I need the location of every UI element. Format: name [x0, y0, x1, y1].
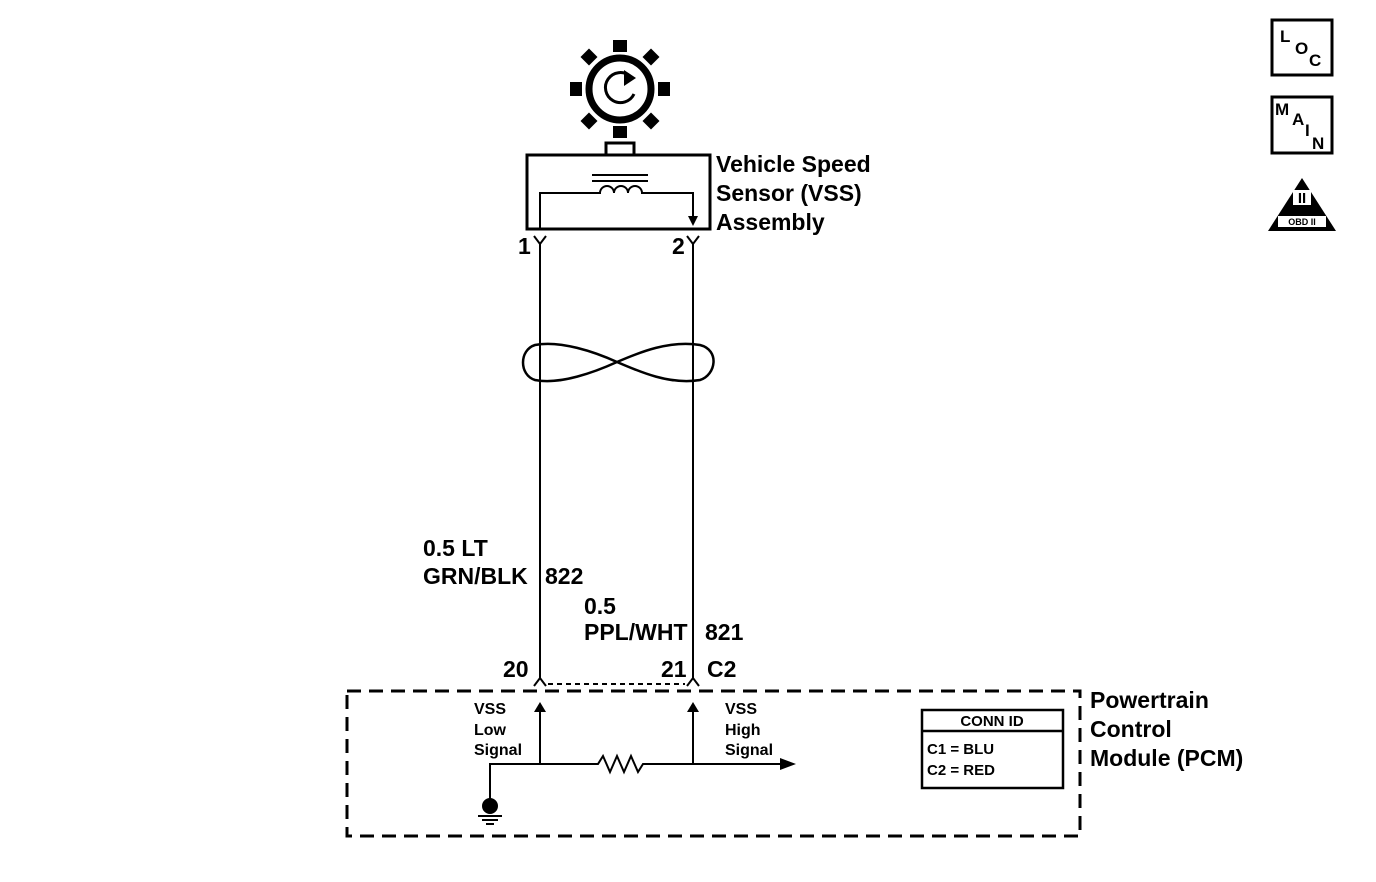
vss-sensor-name: Vehicle Speed Sensor (VSS) Assembly [716, 151, 871, 235]
svg-text:Control: Control [1090, 716, 1172, 742]
svg-text:Assembly: Assembly [716, 209, 825, 235]
svg-text:Powertrain: Powertrain [1090, 687, 1209, 713]
sensor-pin-2-label: 2 [672, 233, 685, 259]
svg-text:High: High [725, 722, 761, 739]
svg-text:C: C [1309, 51, 1321, 70]
svg-text:Low: Low [474, 722, 507, 739]
twisted-pair-icon [521, 342, 715, 383]
conn-id-table: CONN ID C1 = BLU C2 = RED [920, 708, 1065, 790]
pcm-module-name: Powertrain Control Module (PCM) [1090, 687, 1243, 771]
svg-text:L: L [1280, 27, 1290, 46]
svg-text:0.5: 0.5 [584, 593, 616, 619]
pcm-module-boundary [345, 689, 1082, 838]
svg-text:O: O [1295, 39, 1308, 58]
loc-icon[interactable]: L O C [1270, 18, 1334, 77]
conn-id-row: C2 = RED [927, 762, 995, 779]
vss-sensor-body [525, 141, 712, 231]
svg-text:Signal: Signal [474, 742, 522, 759]
vss-high-signal-label: VSS High Signal [725, 701, 773, 759]
signal-wires [539, 244, 694, 678]
svg-text:N: N [1312, 134, 1324, 153]
vss-low-signal-label: VSS Low Signal [474, 701, 522, 759]
svg-text:M: M [1275, 100, 1289, 119]
svg-text:II: II [1298, 190, 1306, 207]
svg-text:Signal: Signal [725, 742, 773, 759]
pcm-connector-id-label: C2 [707, 656, 736, 682]
svg-text:822: 822 [545, 563, 583, 589]
ground-icon [478, 798, 502, 825]
conn-id-row: C1 = BLU [927, 741, 994, 758]
svg-text:Module (PCM): Module (PCM) [1090, 745, 1243, 771]
sensor-pin-1-label: 1 [518, 233, 531, 259]
pcm-pin-connectors [533, 676, 700, 687]
reluctor-wheel-icon [570, 40, 670, 138]
main-icon[interactable]: M A I N [1270, 95, 1334, 155]
svg-text:A: A [1292, 110, 1304, 129]
svg-text:I: I [1305, 121, 1310, 140]
pcm-internal-circuit [489, 702, 796, 800]
svg-text:GRN/BLK: GRN/BLK [423, 563, 528, 589]
svg-text:Vehicle Speed: Vehicle Speed [716, 151, 871, 177]
wire-high-label: 0.5 PPL/WHT 821 [584, 593, 744, 645]
obd-ii-icon[interactable]: II OBD II [1268, 178, 1336, 231]
svg-text:Sensor (VSS): Sensor (VSS) [716, 180, 862, 206]
svg-text:OBD II: OBD II [1288, 217, 1316, 227]
wire-low-label: 0.5 LT GRN/BLK 822 [423, 535, 583, 589]
pcm-pin-20-label: 20 [503, 656, 529, 682]
conn-id-title: CONN ID [960, 713, 1024, 730]
svg-text:VSS: VSS [725, 701, 757, 718]
svg-text:0.5 LT: 0.5 LT [423, 535, 488, 561]
pcm-pin-21-label: 21 [661, 656, 687, 682]
svg-text:VSS: VSS [474, 701, 506, 718]
svg-text:821: 821 [705, 619, 744, 645]
svg-text:PPL/WHT: PPL/WHT [584, 619, 688, 645]
